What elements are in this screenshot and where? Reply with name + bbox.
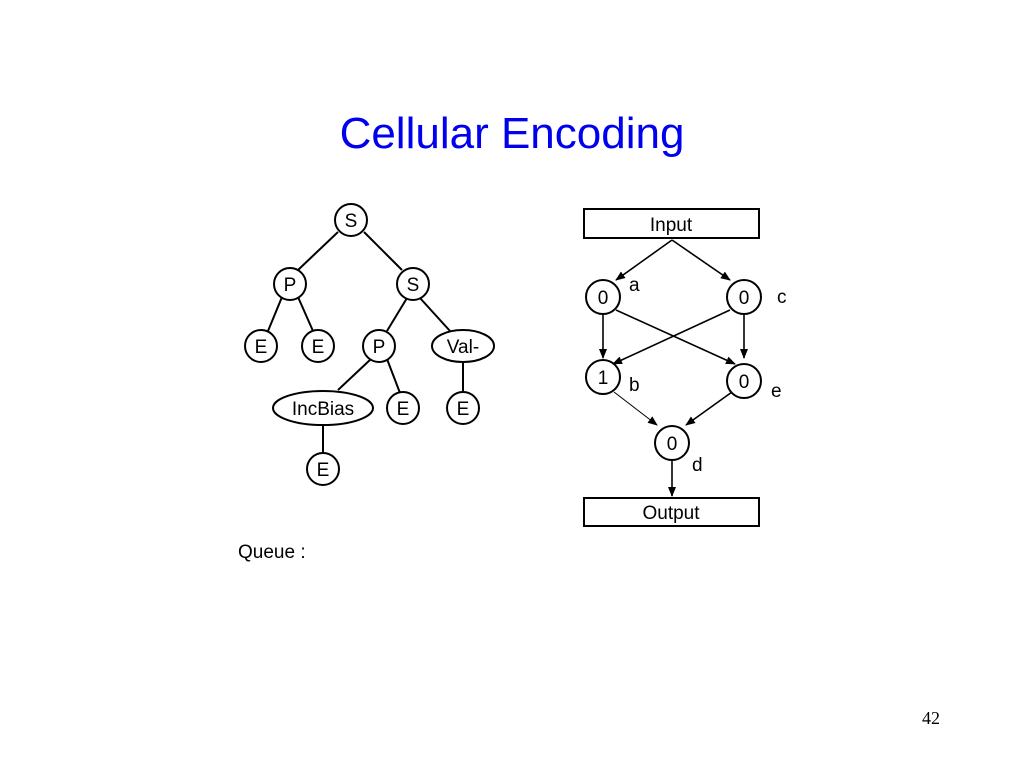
network-edge <box>612 309 731 365</box>
input-label: Input <box>650 215 693 236</box>
tree-edge <box>297 296 314 332</box>
tree-label: E <box>317 460 330 481</box>
tree-node-incbias <box>272 390 374 426</box>
tree-node-e-2 <box>301 329 335 363</box>
node-name: a <box>629 275 640 296</box>
tree-label: P <box>284 275 297 296</box>
network-node-e <box>726 363 762 399</box>
program-tree <box>267 231 464 455</box>
tree-label: E <box>312 337 325 358</box>
output-box <box>583 497 760 527</box>
node-value: 0 <box>739 288 750 309</box>
node-name: b <box>629 375 640 396</box>
node-value: 0 <box>667 434 678 455</box>
network-node-a <box>585 279 621 315</box>
network-edge <box>615 309 736 365</box>
tree-node-s-root <box>334 203 368 237</box>
tree-label: E <box>457 399 470 420</box>
tree-edge <box>419 297 451 332</box>
tree-edge <box>297 231 339 271</box>
page-number: 42 <box>922 708 940 728</box>
network-node-c <box>726 279 762 315</box>
tree-label: S <box>407 275 420 296</box>
network-edge <box>671 239 731 281</box>
network-graph: Input Output 0 0 1 0 0 a c b e d <box>583 208 787 527</box>
node-value: 0 <box>739 372 750 393</box>
network-edge <box>613 391 658 426</box>
output-label: Output <box>642 503 700 524</box>
node-value: 0 <box>598 288 609 309</box>
tree-edge <box>386 358 401 394</box>
network-edge <box>615 239 673 281</box>
node-name: c <box>777 287 787 308</box>
tree-label: E <box>255 337 268 358</box>
tree-label: Val- <box>447 337 479 358</box>
input-box <box>583 208 760 239</box>
tree-node-p-left <box>273 267 307 301</box>
node-name: d <box>692 455 703 476</box>
tree-node-e-3 <box>386 391 420 425</box>
tree-label: E <box>397 399 410 420</box>
node-value: 1 <box>598 368 609 389</box>
tree-label: IncBias <box>292 399 354 420</box>
tree-node-e-1 <box>244 329 278 363</box>
tree-edge <box>337 358 372 391</box>
queue-label: Queue : <box>238 542 306 563</box>
network-edge <box>685 391 733 426</box>
slide-title: Cellular Encoding <box>339 109 685 158</box>
tree-node-s-right <box>396 267 430 301</box>
tree-node-p-inner <box>362 329 396 363</box>
node-name: e <box>771 381 782 402</box>
tree-node-e-4 <box>446 391 480 425</box>
tree-label: S <box>345 211 358 232</box>
tree-node-e-5 <box>306 452 340 486</box>
tree-edge <box>267 296 283 332</box>
tree-label: P <box>373 337 386 358</box>
tree-edge <box>386 297 408 332</box>
tree-node-val <box>431 329 495 363</box>
network-node-b <box>585 359 621 395</box>
tree-edge <box>363 231 403 271</box>
network-node-d <box>654 425 690 461</box>
